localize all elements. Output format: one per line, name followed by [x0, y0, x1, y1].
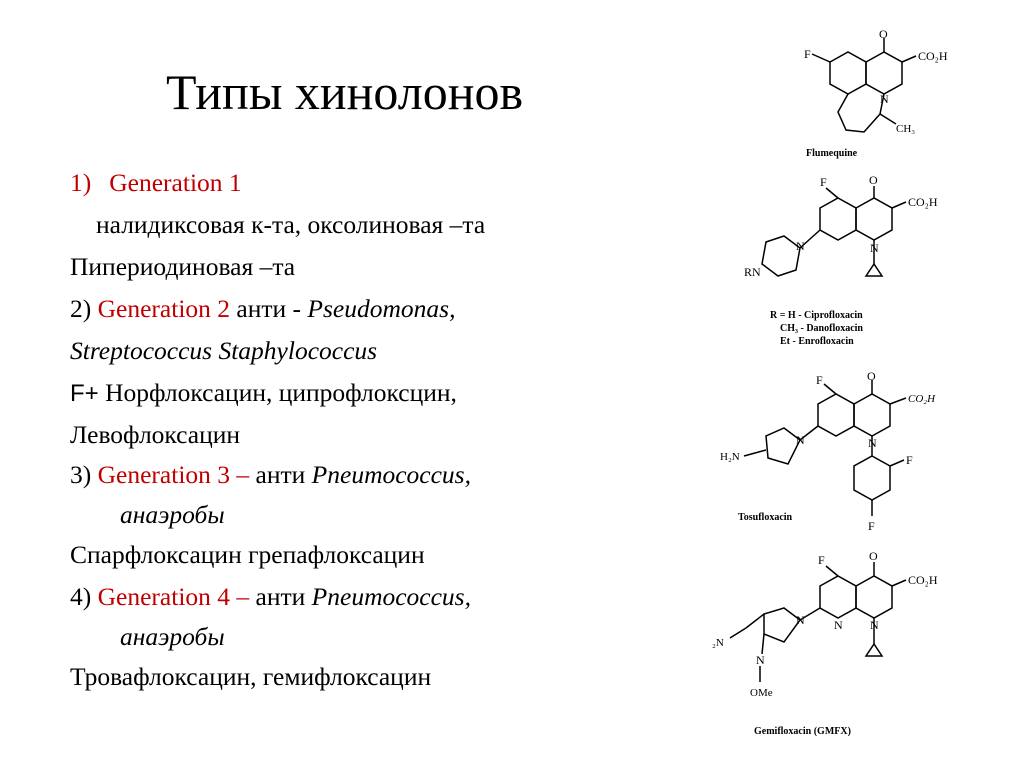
generation-3-bug: Pneumococcus, [311, 460, 471, 489]
generation-1-label: Generation 1 [109, 168, 242, 197]
generation-4-bug: Pneumococcus, [311, 582, 471, 611]
structure-tosufloxacin: F O CO₂H N N H₂N F F Tosufloxacin [718, 369, 948, 535]
generation-1-drugs-2: Пипериодиновая –та [70, 252, 296, 281]
structure-gemifloxacin: F O CO₂H N N N N ₂N OMe Gemifloxacin (GM… [712, 548, 952, 743]
fluorine-marker: F+ [70, 380, 99, 407]
tosufloxacin-drawing: F O CO₂H N N H₂N F F Tosufloxacin [720, 369, 936, 533]
cipro-caption-3: Et - Enrofloxacin [780, 336, 854, 347]
generation-3-heading: 3) Generation 3 – анти Pneumococcus, [70, 460, 471, 490]
gemi-ome: OMe [750, 687, 773, 699]
tosu-o: O [867, 369, 876, 383]
gemi-caption: Gemifloxacin (GMFX) [754, 726, 851, 737]
generation-2-heading: 2) Generation 2 анти - Pseudomonas, [70, 294, 455, 324]
gemi-n1: N [870, 618, 879, 632]
tosu-n2: N [796, 433, 805, 447]
tosu-f2: F [906, 453, 913, 467]
flumequine-drawing: F O CO₂H N CH₃ Flumequine [804, 27, 948, 159]
slide-title: Типы хинолонов [166, 64, 524, 120]
flumequine-f: F [804, 47, 811, 61]
generation-2-drug-list: Норфлоксацин, ципрофлоксцин, [98, 378, 457, 407]
cipro-n2: N [796, 239, 805, 253]
generation-2-bugs: Streptococcus Staphylococcus [70, 336, 378, 365]
cipro-f: F [820, 175, 827, 189]
generation-3-label: Generation 3 [97, 460, 231, 489]
structure-flumequine: F O CO₂H N CH₃ Flumequine [790, 27, 950, 163]
cipro-caption-2: CH₃ - Danofloxacin [780, 323, 863, 334]
cipro-acid: CO₂H [908, 195, 938, 209]
generation-2-number: 2) [70, 294, 98, 323]
flumequine-caption: Flumequine [806, 148, 858, 159]
generation-4-heading: 4) Generation 4 – анти Pneumococcus, [70, 582, 471, 612]
tosu-f3: F [868, 519, 875, 533]
flumequine-ch3: CH₃ [896, 123, 915, 135]
generation-4-anti: анти [255, 582, 312, 611]
generation-3-dash: – [230, 460, 256, 489]
tosu-acid: CO₂H [908, 393, 936, 405]
generation-3-bug-2: анаэробы [120, 500, 225, 529]
gemi-h2n: ₂N [712, 637, 724, 649]
gemi-o: O [869, 549, 878, 563]
generation-3-drugs: Спарфлоксацин грепафлоксацин [70, 540, 425, 569]
gemi-acid: CO₂H [908, 573, 938, 587]
generation-4-bug-2: анаэробы [120, 622, 225, 651]
generation-2-label: Generation 2 [97, 294, 231, 323]
generation-4-label: Generation 4 [97, 582, 231, 611]
gemi-n3: N [796, 613, 805, 627]
flumequine-n: N [880, 92, 889, 106]
cipro-rn: RN [744, 265, 761, 279]
flumequine-o: O [879, 27, 888, 41]
tosu-caption: Tosufloxacin [738, 512, 793, 523]
generation-4-number: 4) [70, 582, 98, 611]
cipro-n1: N [870, 241, 879, 255]
generation-1-number: 1) [70, 168, 92, 197]
generation-1-heading: 1) Generation 1 [70, 168, 242, 198]
generation-2-anti: анти - [230, 294, 308, 323]
generation-2-bug: Pseudomonas, [307, 294, 456, 323]
gemi-n2: N [834, 618, 843, 632]
generation-3-anti: анти [255, 460, 312, 489]
structure-ciprofloxacin-family: F O CO₂H N N RN R = H - Ciprofloxacin CH… [740, 172, 940, 352]
generation-2-drugs-2: Левофлоксацин [70, 420, 241, 449]
tosu-h2n: H₂N [720, 451, 740, 463]
generation-4-drugs: Тровафлоксацин, гемифлоксацин [70, 662, 432, 691]
gemifloxacin-drawing: F O CO₂H N N N N ₂N OMe Gemifloxacin (GM… [712, 549, 938, 737]
tosu-n1: N [868, 436, 877, 450]
cipro-caption-1: R = H - Ciprofloxacin [770, 310, 863, 321]
gemi-f: F [818, 553, 825, 567]
generation-3-number: 3) [70, 460, 98, 489]
generation-2-drugs: F+ Норфлоксацин, ципрофлоксцин, [70, 378, 457, 409]
tosu-f: F [816, 373, 823, 387]
gemi-n4: N [756, 653, 765, 667]
cipro-o: O [869, 173, 878, 187]
flumequine-acid: CO₂H [918, 49, 948, 63]
ciprofloxacin-drawing: F O CO₂H N N RN R = H - Ciprofloxacin CH… [744, 173, 938, 347]
generation-4-dash: – [230, 582, 256, 611]
generation-1-drugs: налидиксовая к-та, оксолиновая –та [96, 210, 486, 239]
